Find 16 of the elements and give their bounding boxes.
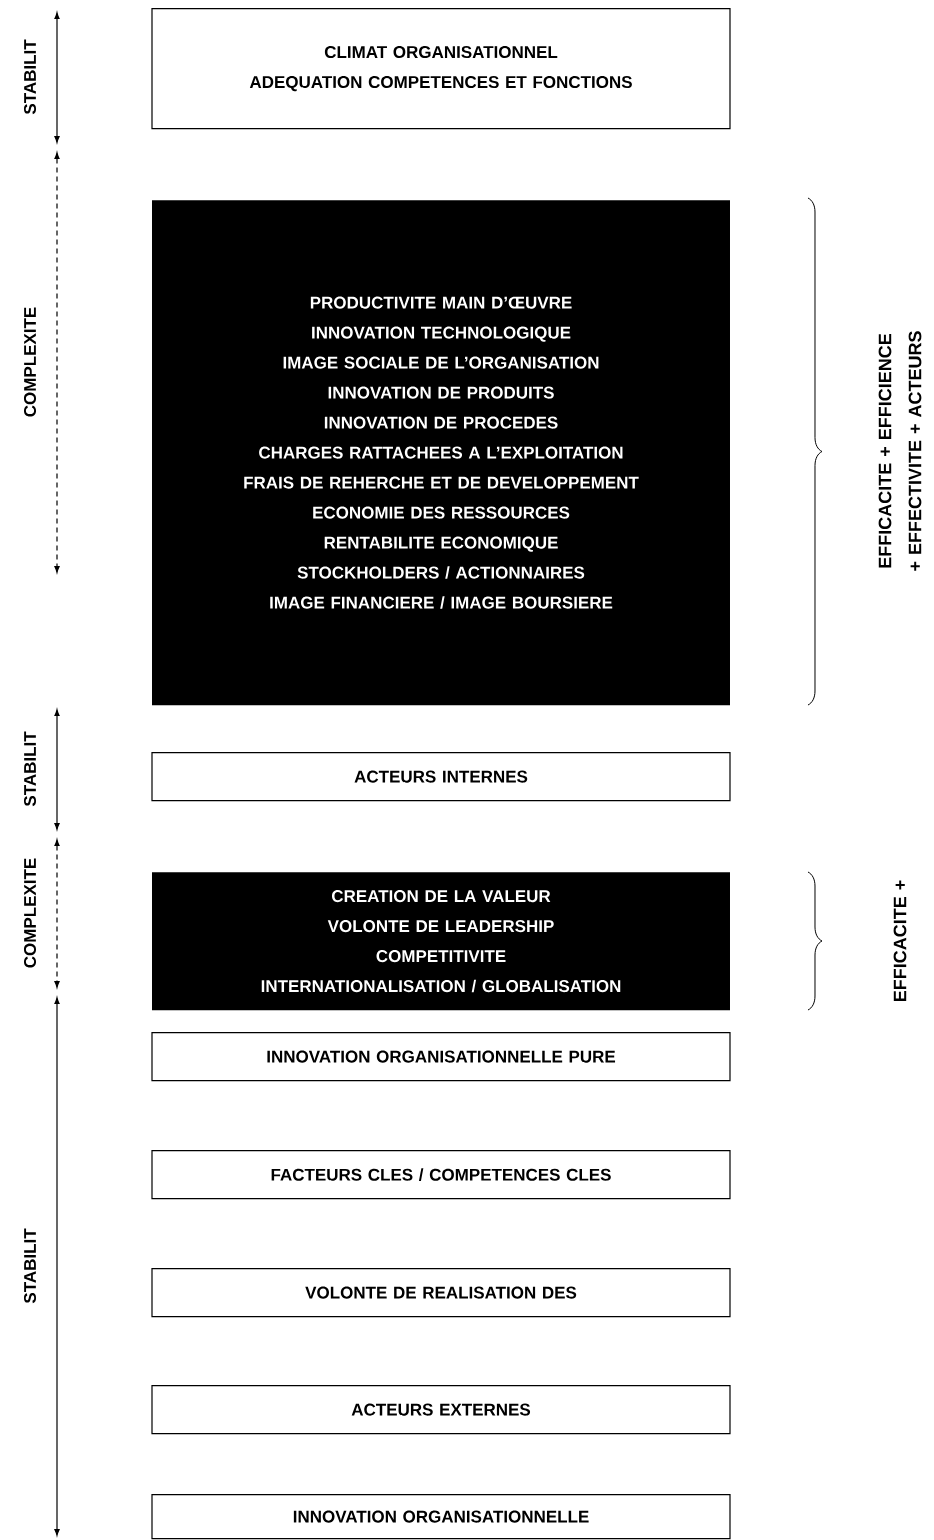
- range-label: COMPLEXITE: [24, 858, 36, 968]
- text-panel: CREATION DE LA VALEUR VOLONTE DE LEADERSHIP COMPETITIVITE INTERNATIONALISATION / GLOBALISATION: [152, 872, 730, 1011]
- range-label: STABILIT: [24, 1228, 36, 1304]
- text-box: CLIMAT ORGANISATIONNEL ADEQUATION COMPETENCES ET FONCTIONS: [151, 8, 731, 130]
- brace-label: EFFICACITE +: [893, 880, 907, 1002]
- brace-label: EFFICACITE + EFFICIENCE + EFFECTIVITE + ACTEURS: [878, 331, 922, 571]
- range-label: STABILIT: [24, 731, 36, 807]
- text-panel: PRODUCTIVITE MAIN D’ŒUVRE INNOVATION TECHNOLOGIQUE IMAGE SOCIALE DE L’ORGANISATION INNOVATION DE PRODUITS INNOVATION DE PROCEDES CHARGES RATTACHEES A L’EXPLOITATION FRAIS DE REHERCHE ET DE DEVELOPPEMENT ECONOMIE DES RESSOURCES RENTABILITE ECONOMIQUE STOCKHOLDERS / ACTIONNAIRES IMAGE FINANCIERE / IMAGE BOURSIERE: [152, 200, 730, 706]
- text-box: ACTEURS EXTERNES: [151, 1385, 731, 1435]
- range-label: COMPLEXITE: [24, 307, 36, 417]
- text-box: INNOVATION ORGANISATIONNELLE: [151, 1494, 731, 1540]
- text-box: FACTEURS CLES / COMPETENCES CLES: [151, 1150, 731, 1200]
- text-box: INNOVATION ORGANISATIONNELLE PURE: [151, 1032, 731, 1082]
- text-box: ACTEURS INTERNES: [151, 752, 731, 802]
- text-box: VOLONTE DE REALISATION DES: [151, 1268, 731, 1318]
- range-label: STABILIT: [24, 39, 36, 115]
